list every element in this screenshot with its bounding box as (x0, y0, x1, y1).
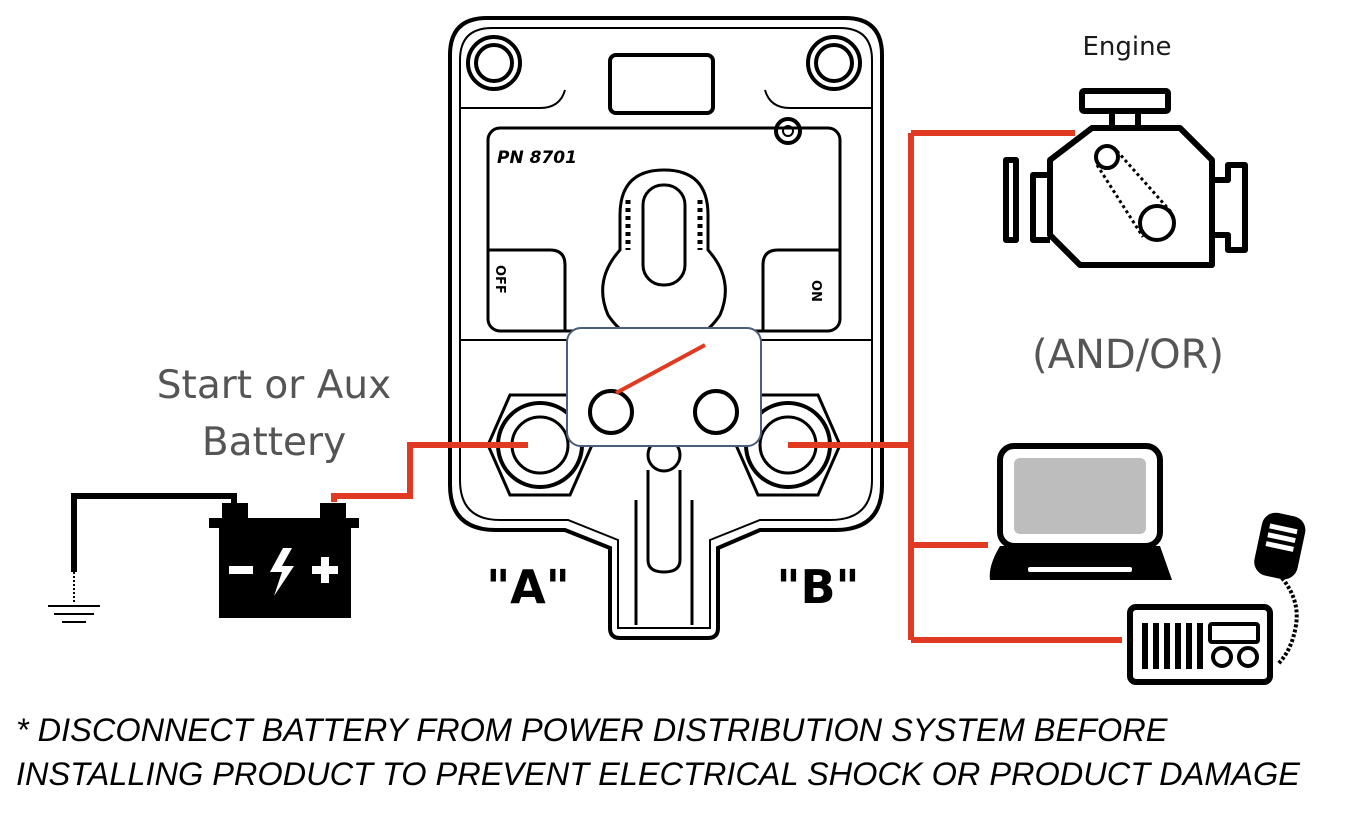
ground-icon (48, 605, 100, 623)
switch-schematic (566, 327, 762, 447)
ground-wire (71, 493, 237, 602)
off-label: OFF (492, 265, 507, 294)
terminal-a-label: "A" (486, 560, 570, 614)
battery-label-line1: Start or Aux (157, 363, 391, 408)
and-or-label: (AND/OR) (1032, 332, 1224, 378)
red-wires (331, 130, 1122, 643)
part-number-label: PN 8701 (497, 148, 577, 168)
engine-icon (1003, 88, 1248, 268)
engine-label: Engine (1082, 32, 1171, 62)
on-label: ON (808, 280, 823, 302)
battery-label-line2: Battery (202, 420, 346, 465)
warning-line-2: INSTALLING PRODUCT TO PREVENT ELECTRICAL… (16, 756, 1300, 792)
warning-line-1: * DISCONNECT BATTERY FROM POWER DISTRIBU… (16, 712, 1168, 748)
radio-icon (1127, 512, 1306, 685)
warning-notice: * DISCONNECT BATTERY FROM POWER DISTRIBU… (16, 708, 1346, 796)
terminal-b-label: "B" (777, 560, 860, 614)
battery-icon (209, 503, 359, 618)
laptop-icon (989, 443, 1172, 580)
